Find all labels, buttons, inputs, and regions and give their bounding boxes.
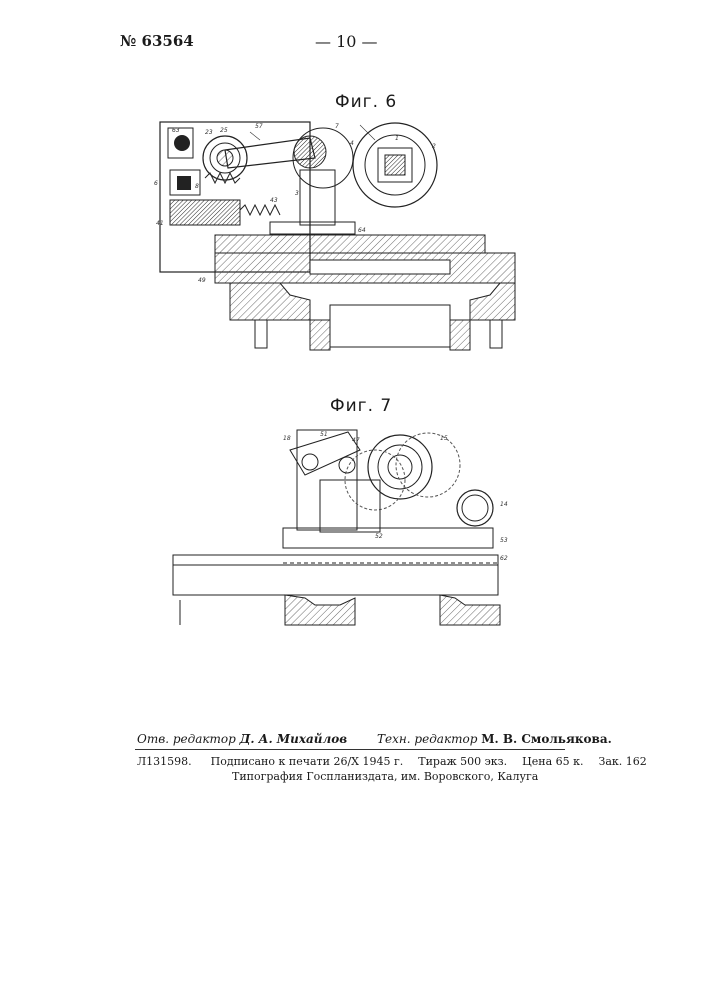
fig7-callout: 62 [500,555,508,562]
printer-line: Типография Госпланиздата, им. Воровского… [232,770,538,783]
fig6-callout: 23 [205,129,213,136]
tech-editor-line: Техн. редактор М. В. Смольякова. [377,732,612,746]
editor-name: Д. А. Михайлов [240,732,347,746]
tech-editor-name: М. В. Смольякова. [481,732,612,746]
figure-6-drawing: 63 23 25 57 7 2 1 4 6 8 43 3 64 41 49 [150,110,530,360]
fig6-callout: 7 [335,123,339,130]
figure-7-drawing: 18 51 47 15 14 52 53 62 [170,420,520,635]
print-code: Л131598. [137,755,192,768]
fig7-callout: 47 [352,437,360,444]
fig6-callout: 1 [395,135,399,142]
fig6-callout: 43 [270,197,278,204]
fig6-callout: 3 [295,190,299,197]
imprint-line: Л131598. Подписано к печати 26/X 1945 г.… [137,755,647,768]
fig7-callout: 15 [440,435,448,442]
fig7-callout: 53 [500,537,508,544]
tech-editor-label: Техн. редактор [377,732,477,746]
fig6-callout: 8 [195,183,199,190]
fig6-callout: 49 [198,277,206,284]
fig7-callout: 18 [283,435,291,442]
footer-rule [135,749,565,750]
print-run: Тираж 500 экз. [418,755,507,768]
fig7-callout: 51 [320,431,328,438]
fig6-callout: 63 [172,127,180,134]
fig6-callout: 25 [220,127,228,134]
fig6-callout: 57 [255,123,263,130]
editor-label: Отв. редактор [137,732,236,746]
fig6-callout: 64 [358,227,366,234]
order-number: Зак. 162 [599,755,647,768]
fig6-callout: 41 [156,220,164,227]
patent-number: № 63564 [120,32,194,50]
fig6-callout: 4 [350,140,354,147]
page-number: — 10 — [315,32,378,51]
signed-date: Подписано к печати 26/X 1945 г. [211,755,404,768]
editor-line: Отв. редактор Д. А. Михайлов [137,732,347,746]
fig6-callout: 2 [432,143,436,150]
figure-6-label: Фиг. 6 [335,92,397,112]
price: Цена 65 к. [522,755,583,768]
fig6-callout: 6 [154,180,158,187]
figure-7-label: Фиг. 7 [330,396,392,416]
fig7-callout: 14 [500,501,508,508]
fig7-callout: 52 [375,533,383,540]
